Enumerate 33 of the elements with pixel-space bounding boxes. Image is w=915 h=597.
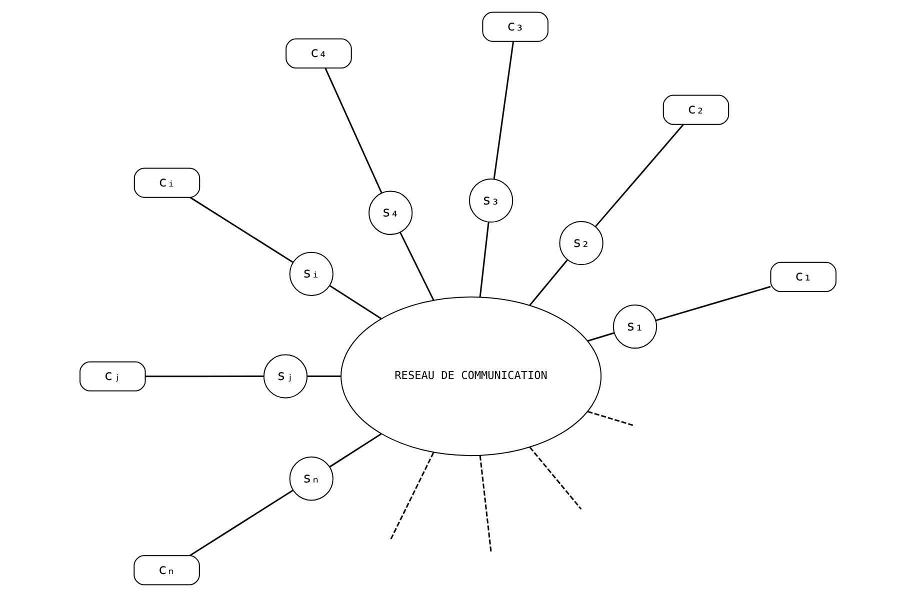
connector: [586, 410, 634, 426]
connector: [478, 456, 492, 552]
node-ellipse: RESEAU DE COMMUNICATION: [340, 296, 602, 456]
connector: [399, 232, 434, 301]
node-circle: s₂: [558, 220, 603, 266]
node-circle: s₄: [368, 190, 412, 235]
connector: [594, 124, 684, 227]
node-box: cⱼ: [79, 361, 146, 392]
connector: [528, 259, 568, 306]
node-circle: s₁: [612, 304, 657, 349]
connector: [528, 446, 582, 510]
connector: [655, 286, 770, 322]
connector: [145, 376, 264, 378]
connector: [328, 433, 382, 468]
connector: [478, 222, 489, 298]
connector: [389, 452, 434, 540]
connector: [189, 490, 293, 556]
connector: [190, 196, 294, 264]
node-box: c₄: [285, 38, 352, 69]
connector: [328, 285, 381, 320]
node-circle: s₃: [468, 178, 513, 223]
node-circle: sⱼ: [262, 354, 308, 398]
node-circle: sᵢ: [288, 252, 333, 296]
connector: [306, 376, 340, 378]
node-box: c₂: [662, 94, 729, 125]
node-box: c₁: [770, 262, 836, 292]
node-box: cᵢ: [133, 168, 200, 198]
node-box: cₙ: [133, 555, 200, 586]
node-box: c₃: [482, 12, 548, 42]
connector: [324, 68, 382, 194]
node-circle: sₙ: [288, 456, 333, 501]
connector: [492, 41, 514, 179]
connector: [586, 332, 614, 342]
